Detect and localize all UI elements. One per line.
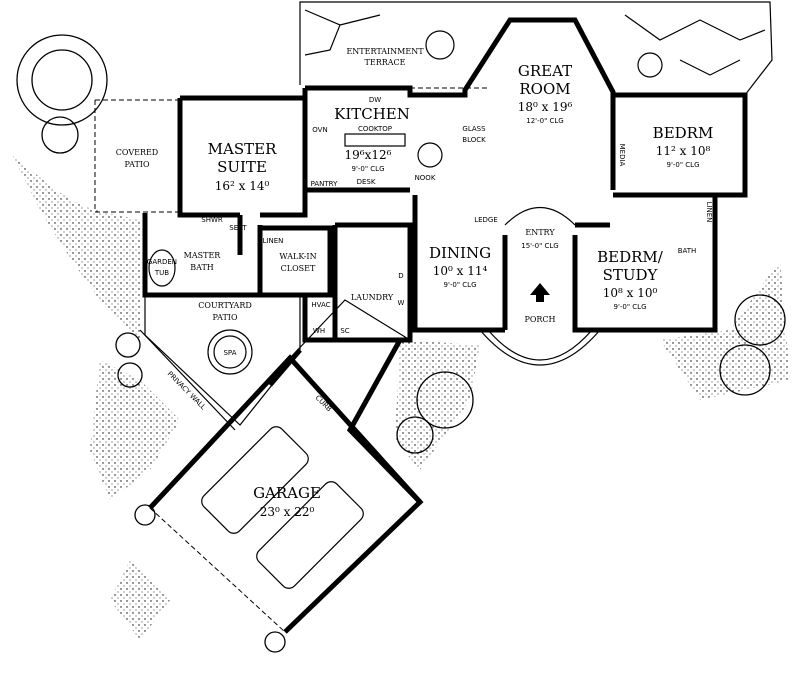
glass-block-label: GLASS bbox=[462, 125, 486, 133]
bedroom-study-dims: 10⁸ x 10⁰ bbox=[603, 286, 658, 300]
master-suite-label-2: SUITE bbox=[217, 158, 267, 176]
dining-label: DINING bbox=[429, 244, 491, 262]
cars bbox=[201, 426, 364, 589]
trees bbox=[16, 34, 786, 653]
oven-label: OVN bbox=[312, 126, 327, 134]
courtyard-patio-label-2: PATIO bbox=[212, 313, 237, 322]
landscaping bbox=[10, 150, 790, 640]
walls bbox=[94, 17, 748, 634]
walk-in-closet-label: WALK-IN bbox=[279, 252, 316, 261]
pantry-label: PANTRY bbox=[311, 180, 338, 188]
entry-ceiling: 15'-0" CLG bbox=[521, 242, 558, 250]
bedroom-ceiling: 9'-0" CLG bbox=[666, 161, 699, 169]
master-bath-label: MASTER bbox=[184, 251, 222, 260]
spa: SPA bbox=[207, 329, 253, 375]
entry-arrow-icon bbox=[530, 283, 550, 302]
seat-label: SEAT bbox=[229, 224, 247, 232]
garage-label: GARAGE bbox=[253, 484, 321, 502]
entry-label: ENTRY bbox=[525, 228, 555, 237]
glass-block-label-2: BLOCK bbox=[462, 136, 486, 144]
walk-in-closet-label-2: CLOSET bbox=[281, 264, 316, 273]
master-suite-dims: 16² x 14⁰ bbox=[215, 179, 270, 193]
dryer-label: D bbox=[398, 272, 403, 280]
dining-ceiling: 9'-0" CLG bbox=[443, 281, 476, 289]
bedroom-label: BEDRM bbox=[653, 124, 714, 142]
desk-label: DESK bbox=[357, 178, 376, 186]
water-heater-label: WH bbox=[313, 327, 325, 335]
entertainment-terrace-label-2: TERRACE bbox=[365, 58, 406, 67]
kitchen-label: KITCHEN bbox=[334, 105, 410, 123]
washer-label: W bbox=[398, 299, 405, 307]
courtyard-patio-label: COURTYARD bbox=[198, 301, 252, 310]
bedroom-dims: 11² x 10⁸ bbox=[656, 144, 711, 158]
covered-patio-label-2: PATIO bbox=[124, 160, 149, 169]
nook-label: NOOK bbox=[415, 174, 436, 182]
porch-label: PORCH bbox=[524, 315, 555, 324]
bath-label: BATH bbox=[678, 247, 697, 255]
sc-label: SC bbox=[340, 327, 349, 335]
great-room-ceiling: 12'-0" CLG bbox=[526, 117, 563, 125]
garden-tub-label-2: TUB bbox=[154, 269, 169, 277]
great-room-label: GREAT bbox=[518, 62, 572, 80]
great-room-label-2: ROOM bbox=[519, 80, 570, 98]
dw-label: DW bbox=[369, 96, 381, 104]
curb-label: CURB bbox=[314, 394, 334, 414]
hvac-label: HVAC bbox=[311, 301, 330, 309]
master-bath-label-2: BATH bbox=[190, 263, 214, 272]
garage-dims: 23⁰ x 22⁰ bbox=[260, 505, 315, 519]
shower-label: SHWR bbox=[201, 216, 223, 224]
spa-label: SPA bbox=[223, 349, 236, 357]
entertainment-terrace-label: ENTERTAINMENT bbox=[346, 47, 424, 56]
kitchen-dims: 19⁶x12⁶ bbox=[345, 148, 392, 162]
laundry-label: LAUNDRY bbox=[351, 293, 394, 302]
bedroom-study-label: BEDRM/ bbox=[597, 248, 664, 266]
covered-patio-label: COVERED bbox=[116, 148, 158, 157]
ledge-label: LEDGE bbox=[474, 216, 498, 224]
dining-dims: 10⁰ x 11⁴ bbox=[433, 264, 488, 278]
garden-tub-label: GARDEN bbox=[147, 258, 177, 266]
kitchen-ceiling: 9'-0" CLG bbox=[351, 165, 384, 173]
cooktop-label: COOKTOP bbox=[358, 125, 392, 133]
entertainment-terrace: ENTERTAINMENT TERRACE bbox=[299, 1, 773, 96]
bedroom-study-ceiling: 9'-0" CLG bbox=[613, 303, 646, 311]
linen-label: LINEN bbox=[263, 237, 284, 245]
master-suite-label: MASTER bbox=[208, 140, 277, 158]
bedroom-study-label-2: STUDY bbox=[603, 266, 659, 284]
great-room-dims: 18⁰ x 19⁶ bbox=[518, 100, 573, 114]
media-label: MEDIA bbox=[618, 144, 626, 167]
privacy-wall-label: PRIVACY WALL bbox=[166, 370, 207, 411]
linen-label-2: LINEN bbox=[705, 202, 713, 223]
